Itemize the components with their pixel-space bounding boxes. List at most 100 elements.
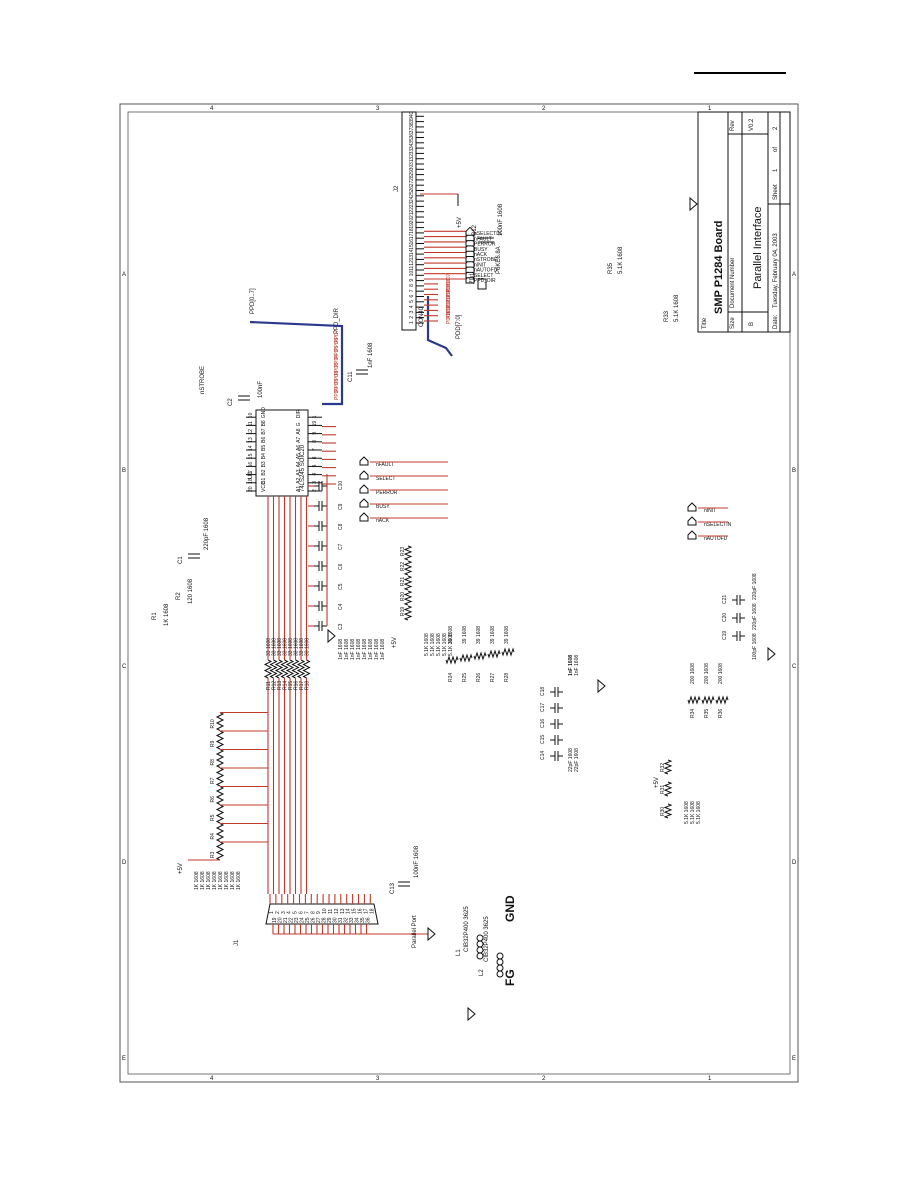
filter-ref-C8: C8 xyxy=(338,523,344,530)
c1-ref: C1 xyxy=(178,556,184,564)
j2-pin-27: 27 xyxy=(409,180,415,186)
j2-data-label-2: PDD2 xyxy=(446,300,452,314)
cap-c2: C2 100nF xyxy=(228,381,264,406)
status-series-ref-R27: R27 xyxy=(490,673,496,682)
r35-val: 5.1K 1608 xyxy=(618,246,624,274)
border-row-bottom-4: 4 xyxy=(210,1076,214,1082)
j2-pin-23: 23 xyxy=(409,202,415,208)
ctrl-net-nAUTOFD: nAUTOFD xyxy=(704,536,728,542)
status-series-val-R26: 39 1608 xyxy=(476,626,482,644)
j2-signal-label-3: nINIT xyxy=(474,262,486,268)
border-col-left-C: C xyxy=(122,664,127,670)
series-val-R13: 33 1608 xyxy=(277,638,283,656)
ctrl-series-ref-R35: R35 xyxy=(704,709,710,718)
j2-pin-31: 31 xyxy=(409,159,415,165)
j2-data-label-0: PDD0 xyxy=(446,310,452,324)
j1-top-pin-9: 9 xyxy=(316,911,322,914)
pdd-bus-label: PDD[7:0] xyxy=(456,314,462,339)
j2-pin-22: 22 xyxy=(409,207,415,213)
status-cap-val-C16: 1nF 1608 xyxy=(568,655,574,676)
pullup-plus5v: +5V xyxy=(178,863,184,874)
tb-rev-label: Rev xyxy=(730,120,736,131)
j2-part: CON40 xyxy=(419,306,425,327)
j2-data-label-7: PDD7 xyxy=(446,273,452,287)
j1-bottom-pin-36: 36 xyxy=(366,917,372,923)
fg-ground xyxy=(467,1006,476,1022)
j2-pin-34: 34 xyxy=(409,143,415,149)
series-val-R15: 33 1608 xyxy=(288,638,294,656)
ctrl-series-ref-R34: R34 xyxy=(690,709,696,718)
j2-pin-19: 19 xyxy=(409,223,415,229)
j2-ground xyxy=(689,196,698,212)
ctrl-tag-nSELECTIN xyxy=(687,516,697,526)
series-resistor-R13: R13 33 1608 xyxy=(274,496,284,894)
l2-val: CIB32P400 3625 xyxy=(484,916,490,962)
series-ref-R13: R13 xyxy=(277,681,283,690)
u1-lnum-9: 10 xyxy=(248,412,254,418)
status-cap-ref-C18: C18 xyxy=(540,687,546,696)
j2-tag-9 xyxy=(465,226,475,236)
pullup-ref-R9: R9 xyxy=(210,740,216,747)
ctrl-cap-val-C20: 220pF 1608 xyxy=(752,603,758,630)
c11-ref: C11 xyxy=(348,371,354,382)
tb-of-label: of xyxy=(773,147,779,152)
c2-val: 100nF xyxy=(258,381,264,398)
j1-top-pin-15: 15 xyxy=(352,908,358,914)
j2-signal-label-9: nSELECTIN xyxy=(474,231,502,237)
u1-lnum-6: 13 xyxy=(248,437,254,443)
ground-chokes: L1 CIB32P400 3625 L2 CIB32P400 3625 GND … xyxy=(456,895,517,1022)
border-col-left-B: B xyxy=(122,468,126,474)
series-ref-R16: R16 xyxy=(294,681,300,690)
status-series-ref-R24: R24 xyxy=(448,673,454,682)
ctrl-series-val-R36: 200 1608 xyxy=(718,663,724,684)
status-cap-val-C18: 1nF 1608 xyxy=(568,655,574,676)
ctrl-pull-val-R32: 5.1K 1608 xyxy=(696,801,702,824)
tb-subtitle: Parallel Interface xyxy=(752,206,764,289)
r2-val: 120 1608 xyxy=(188,578,194,604)
pullup-ref-R6: R6 xyxy=(210,796,216,803)
u1-lnum-1: 18 xyxy=(248,478,254,484)
u1-lnum-5: 14 xyxy=(248,445,254,451)
border-col-left-D: D xyxy=(122,860,127,866)
j1-bottom-pin-25: 25 xyxy=(305,917,311,923)
tb-title: SMP P1284 Board xyxy=(713,221,725,314)
c1-val: 220pF 1608 xyxy=(204,517,210,550)
u1-lpin-B8: B8 xyxy=(261,420,267,426)
ppd-label-6: PPD6 xyxy=(334,338,340,351)
l1-ref: L1 xyxy=(456,949,462,956)
j2-pin-37: 37 xyxy=(409,127,415,133)
filter-ref-C6: C6 xyxy=(338,563,344,570)
pullup-ref-R7: R7 xyxy=(210,777,216,784)
nstrobe-label: nSTROBE xyxy=(200,366,206,394)
ic-u1-74ls245: U1 74LS245 SOIC20 VCC20B118B217B316B415B… xyxy=(246,407,322,497)
status-cap-ref-C14: C14 xyxy=(540,751,546,760)
u1-lnum-3: 16 xyxy=(248,462,254,468)
j1-top-pin-8: 8 xyxy=(310,911,316,914)
border-row-bottom-3: 3 xyxy=(376,1076,380,1082)
j2-data-label-3: PDD3 xyxy=(446,295,452,309)
u1-rpin-A6: A6 xyxy=(296,445,302,451)
status-tag-BUSY xyxy=(359,498,369,508)
j2-pin-5: 5 xyxy=(409,300,415,303)
u1-lpin-B6: B6 xyxy=(261,436,267,442)
cap-c11: C11 1nF 1608 xyxy=(348,342,374,382)
l2-ref: L2 xyxy=(479,969,485,976)
tb-rev: V0.2 xyxy=(749,118,755,131)
ppd-label-5: PPD5 xyxy=(334,346,340,359)
cap-c13: C13 100nF 1608 xyxy=(390,845,420,894)
series-val-R16: 33 1608 xyxy=(294,638,300,656)
j2-pin-36: 36 xyxy=(409,133,415,139)
